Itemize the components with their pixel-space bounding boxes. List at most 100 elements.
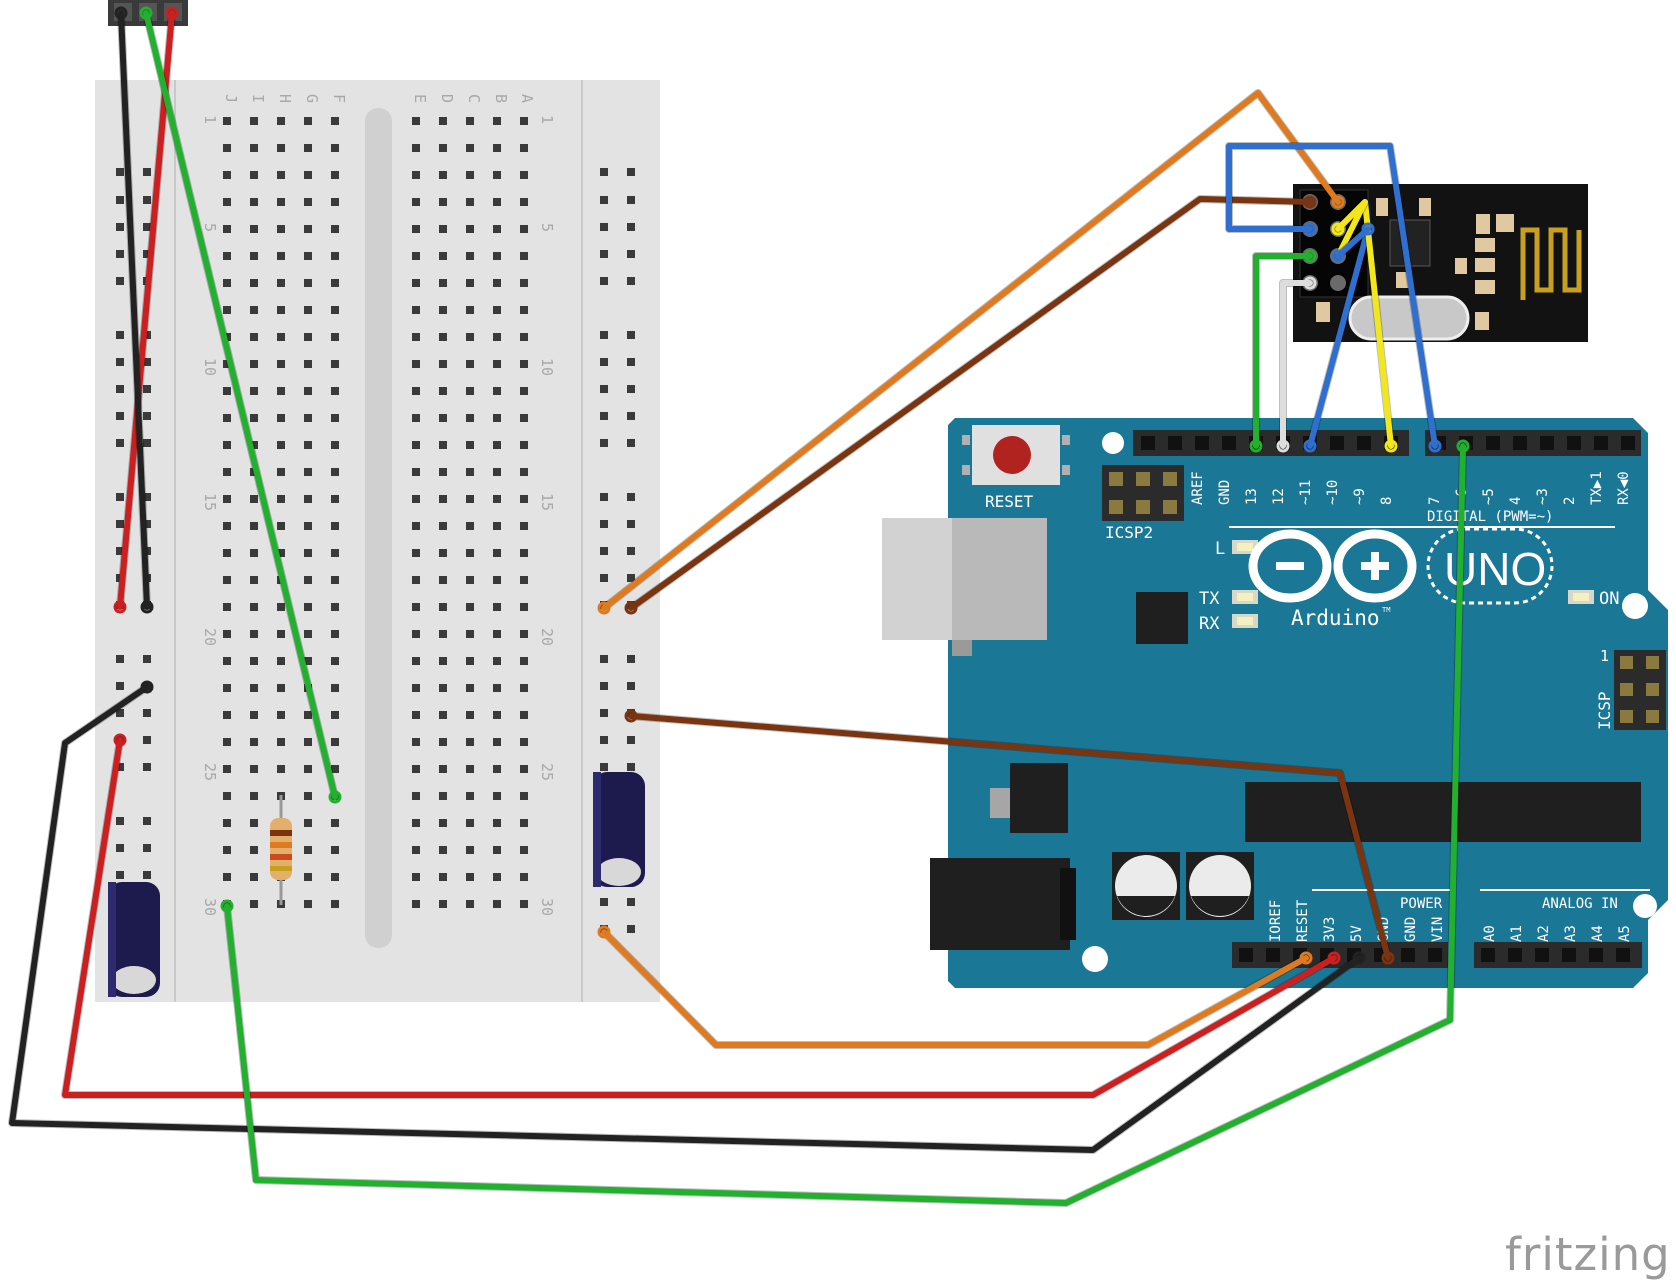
rail-hole [600, 250, 608, 258]
rail-hole [627, 168, 635, 176]
breadboard-hole [466, 252, 474, 260]
power-pin-socket [1266, 948, 1280, 962]
breadboard-hole [331, 900, 339, 908]
power-jack [930, 858, 1076, 950]
breadboard-hole [304, 792, 312, 800]
reset-button[interactable] [962, 425, 1070, 485]
breadboard-column-number: 30 [538, 898, 556, 916]
breadboard-hole [223, 117, 231, 125]
digital-pin-label: 12 [1271, 488, 1287, 505]
led-l [1232, 540, 1258, 554]
breadboard-hole [439, 684, 447, 692]
breadboard-hole [277, 684, 285, 692]
breadboard-hole [466, 819, 474, 827]
breadboard-hole [223, 603, 231, 611]
breadboard-hole [304, 252, 312, 260]
breadboard-column-number: 10 [201, 358, 219, 376]
breadboard-hole [412, 495, 420, 503]
rail-hole [143, 844, 151, 852]
rail-hole [116, 412, 124, 420]
breadboard-hole [412, 171, 420, 179]
rail-hole [143, 763, 151, 771]
rail-hole [116, 763, 124, 771]
digital-pin-socket [1540, 436, 1554, 450]
rail-hole [143, 168, 151, 176]
rail-hole [627, 520, 635, 528]
breadboard-hole [223, 468, 231, 476]
breadboard-hole [331, 846, 339, 854]
breadboard-hole [466, 360, 474, 368]
rail-hole [143, 358, 151, 366]
arduino-tm: TM [1382, 606, 1390, 614]
breadboard-row-letter: F [330, 94, 348, 103]
digital-pin-label: 2 [1562, 497, 1578, 505]
breadboard-hole [520, 333, 528, 341]
digital-pin-label: 4 [1508, 497, 1524, 505]
rail-hole [600, 168, 608, 176]
breadboard-hole [331, 873, 339, 881]
icsp-pin1-label: 1 [1600, 647, 1609, 665]
breadboard-hole [331, 819, 339, 827]
breadboard-hole [331, 495, 339, 503]
analog-pin-socket [1535, 948, 1549, 962]
led-tx [1232, 590, 1258, 604]
digital-pin-label: GND [1217, 480, 1233, 505]
analog-pin-label: A4 [1590, 925, 1606, 942]
analog-pin-label: A5 [1617, 925, 1633, 942]
rail-hole [600, 358, 608, 366]
wire-brown [628, 713, 1391, 961]
breadboard-hole [304, 225, 312, 233]
breadboard-hole [520, 630, 528, 638]
rail-hole [627, 277, 635, 285]
rail-hole [600, 493, 608, 501]
breadboard-hole [493, 306, 501, 314]
breadboard-column-number: 20 [201, 628, 219, 646]
breadboard-hole [439, 819, 447, 827]
breadboard-hole [466, 603, 474, 611]
rail-hole [600, 709, 608, 717]
rail-hole [143, 520, 151, 528]
breadboard-hole [493, 792, 501, 800]
rail-hole [627, 358, 635, 366]
led-l-label: L [1215, 539, 1225, 559]
power-pin-socket [1239, 948, 1253, 962]
breadboard-hole [466, 144, 474, 152]
breadboard-hole [250, 711, 258, 719]
breadboard-hole [520, 684, 528, 692]
breadboard-hole [250, 630, 258, 638]
atmega-chip [1245, 782, 1641, 842]
breadboard-hole [466, 306, 474, 314]
breadboard-hole [520, 765, 528, 773]
breadboard-hole [493, 144, 501, 152]
breadboard-hole [493, 738, 501, 746]
wire-black [9, 684, 1362, 1153]
breadboard-hole [520, 252, 528, 260]
breadboard-column-number: 10 [538, 358, 556, 376]
breadboard-hole [223, 387, 231, 395]
analog-pin-socket [1616, 948, 1630, 962]
voltage-regulator [990, 763, 1068, 833]
breadboard-hole [277, 738, 285, 746]
breadboard-hole [439, 252, 447, 260]
digital-pin-label: ~10 [1325, 480, 1341, 505]
breadboard-hole [304, 711, 312, 719]
breadboard-hole [277, 252, 285, 260]
rail-hole [627, 250, 635, 258]
breadboard-hole [439, 792, 447, 800]
breadboard-hole [412, 711, 420, 719]
breadboard-hole [331, 171, 339, 179]
rail-hole [600, 331, 608, 339]
breadboard-hole [277, 495, 285, 503]
breadboard-hole [223, 171, 231, 179]
breadboard-hole [412, 630, 420, 638]
breadboard-hole [412, 846, 420, 854]
breadboard-hole [304, 765, 312, 773]
breadboard-hole [277, 441, 285, 449]
breadboard-hole [277, 765, 285, 773]
breadboard-hole [493, 198, 501, 206]
breadboard-hole [277, 306, 285, 314]
breadboard-hole [304, 387, 312, 395]
breadboard-hole [466, 387, 474, 395]
breadboard-hole [277, 468, 285, 476]
breadboard-column-number: 20 [538, 628, 556, 646]
